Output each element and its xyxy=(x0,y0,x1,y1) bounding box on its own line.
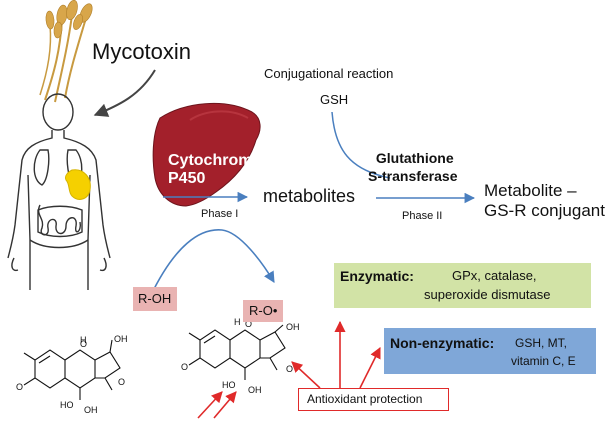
svg-text:O: O xyxy=(181,362,188,372)
liver-icon xyxy=(152,103,261,207)
phase2-label: Phase II xyxy=(402,210,443,222)
molecule-icon xyxy=(23,339,121,400)
molecule1-labels: O O OH O HO OH H xyxy=(16,334,128,415)
enzymatic-box: Enzymatic: GPx, catalase, superoxide dis… xyxy=(334,263,591,308)
enzymatic-line1: GPx, catalase, xyxy=(452,268,537,283)
svg-text:H: H xyxy=(234,317,241,327)
svg-text:O: O xyxy=(286,364,293,374)
non-enzymatic-line1: GSH, MT, xyxy=(515,336,568,350)
metabolite-line2: GS-R conjugant xyxy=(484,201,605,221)
metabolites-label: metabolites xyxy=(263,186,356,206)
non-enzymatic-line2: vitamin C, E xyxy=(511,354,576,368)
human-body-icon xyxy=(7,93,111,290)
cytochrome-line1: Cytochrome xyxy=(168,152,262,169)
svg-text:OH: OH xyxy=(286,322,300,332)
antioxidant-arrows xyxy=(197,320,381,419)
r-o-radical-box: R-O• xyxy=(243,300,283,322)
cytochrome-label: Cytochrome P450 xyxy=(168,152,261,189)
svg-text:O: O xyxy=(245,319,252,329)
non-enzymatic-box: Non-enzymatic: GSH, MT, vitamin C, E xyxy=(384,328,596,374)
enzymatic-title: Enzymatic: xyxy=(340,268,414,284)
mycotoxin-label: Mycotoxin xyxy=(92,39,192,64)
svg-text:O: O xyxy=(16,382,23,392)
metabolite-line1: Metabolite – xyxy=(484,181,577,200)
svg-text:HO: HO xyxy=(222,380,236,390)
non-enzymatic-title: Non-enzymatic: xyxy=(390,335,495,351)
mycotoxin-arrow xyxy=(93,69,156,117)
radical-arc-arrow xyxy=(149,229,275,298)
gsh-arrow xyxy=(331,111,391,179)
molecule2-labels: O O H OH O HO OH xyxy=(181,317,300,395)
gst-line1: Glutathione xyxy=(375,150,454,166)
enzymatic-line2: superoxide dismutase xyxy=(424,287,551,302)
svg-text:OH: OH xyxy=(248,385,262,395)
svg-text:OH: OH xyxy=(114,334,128,344)
antioxidant-protection-box: Antioxidant protection xyxy=(298,388,449,411)
r-o-radical-label: R-O• xyxy=(249,303,278,318)
gst-label: Glutathione S-transferase xyxy=(368,150,458,185)
svg-text:H: H xyxy=(80,335,87,345)
molecule-icon xyxy=(188,324,286,380)
svg-text:O: O xyxy=(80,339,87,349)
cytochrome-line2: P450 xyxy=(168,170,206,188)
conjugational-reaction-label: Conjugational reaction xyxy=(264,66,394,81)
gsh-label: GSH xyxy=(320,92,349,107)
gst-line2: S-transferase xyxy=(368,167,458,184)
stomach-icon xyxy=(65,169,91,200)
antioxidant-protection-label: Antioxidant protection xyxy=(307,392,423,406)
svg-text:OH: OH xyxy=(84,405,98,415)
phase1-label: Phase I xyxy=(201,208,239,220)
svg-text:O: O xyxy=(118,377,125,387)
metabolite-conjugant-label: Metabolite – GS-R conjugant xyxy=(484,181,605,222)
wheat-icon xyxy=(39,0,93,103)
r-oh-box: R-OH xyxy=(133,287,177,311)
r-oh-label: R-OH xyxy=(138,291,172,306)
svg-text:HO: HO xyxy=(60,400,74,410)
